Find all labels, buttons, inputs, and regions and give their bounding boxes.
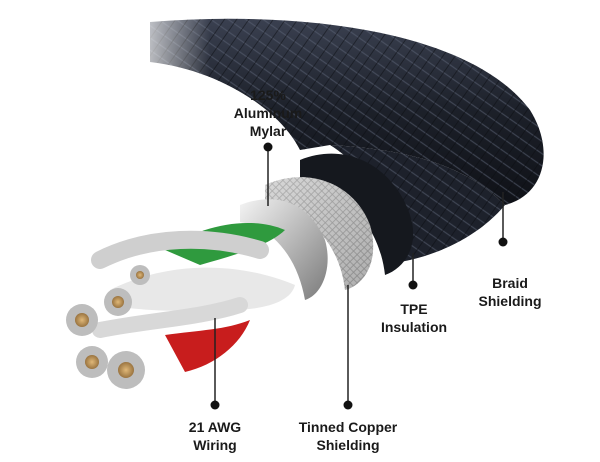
- label-21awg-wiring: 21 AWG Wiring: [175, 418, 255, 454]
- label-line: Wiring: [193, 437, 237, 453]
- label-tpe-insulation: TPE Insulation: [372, 300, 456, 336]
- wiring-leader-dot: [210, 400, 220, 410]
- label-line: TPE: [400, 301, 428, 317]
- label-line: Shielding: [316, 437, 380, 453]
- label-line: Insulation: [380, 319, 448, 335]
- mylar-leader-dot: [263, 142, 273, 152]
- label-line: Aluminum: [233, 105, 303, 121]
- label-line: Mylar: [249, 123, 287, 139]
- label-line: Braid: [492, 275, 528, 291]
- label-braid-shielding: Braid Shielding: [470, 274, 550, 310]
- label-tinned-copper-shielding: Tinned Copper Shielding: [288, 418, 408, 454]
- braid-leader-dot: [498, 237, 508, 247]
- label-line: Tinned Copper: [298, 419, 398, 435]
- strand-ends: [66, 265, 150, 389]
- white-wire: [110, 267, 295, 311]
- label-aluminum-mylar: 125% Aluminum Mylar: [225, 86, 311, 140]
- label-line: 21 AWG: [188, 419, 242, 435]
- label-line: 125%: [250, 87, 286, 103]
- label-line: Shielding: [478, 293, 542, 309]
- tpe-leader-dot: [408, 280, 418, 290]
- red-wire: [165, 320, 250, 372]
- copper-leader-dot: [343, 400, 353, 410]
